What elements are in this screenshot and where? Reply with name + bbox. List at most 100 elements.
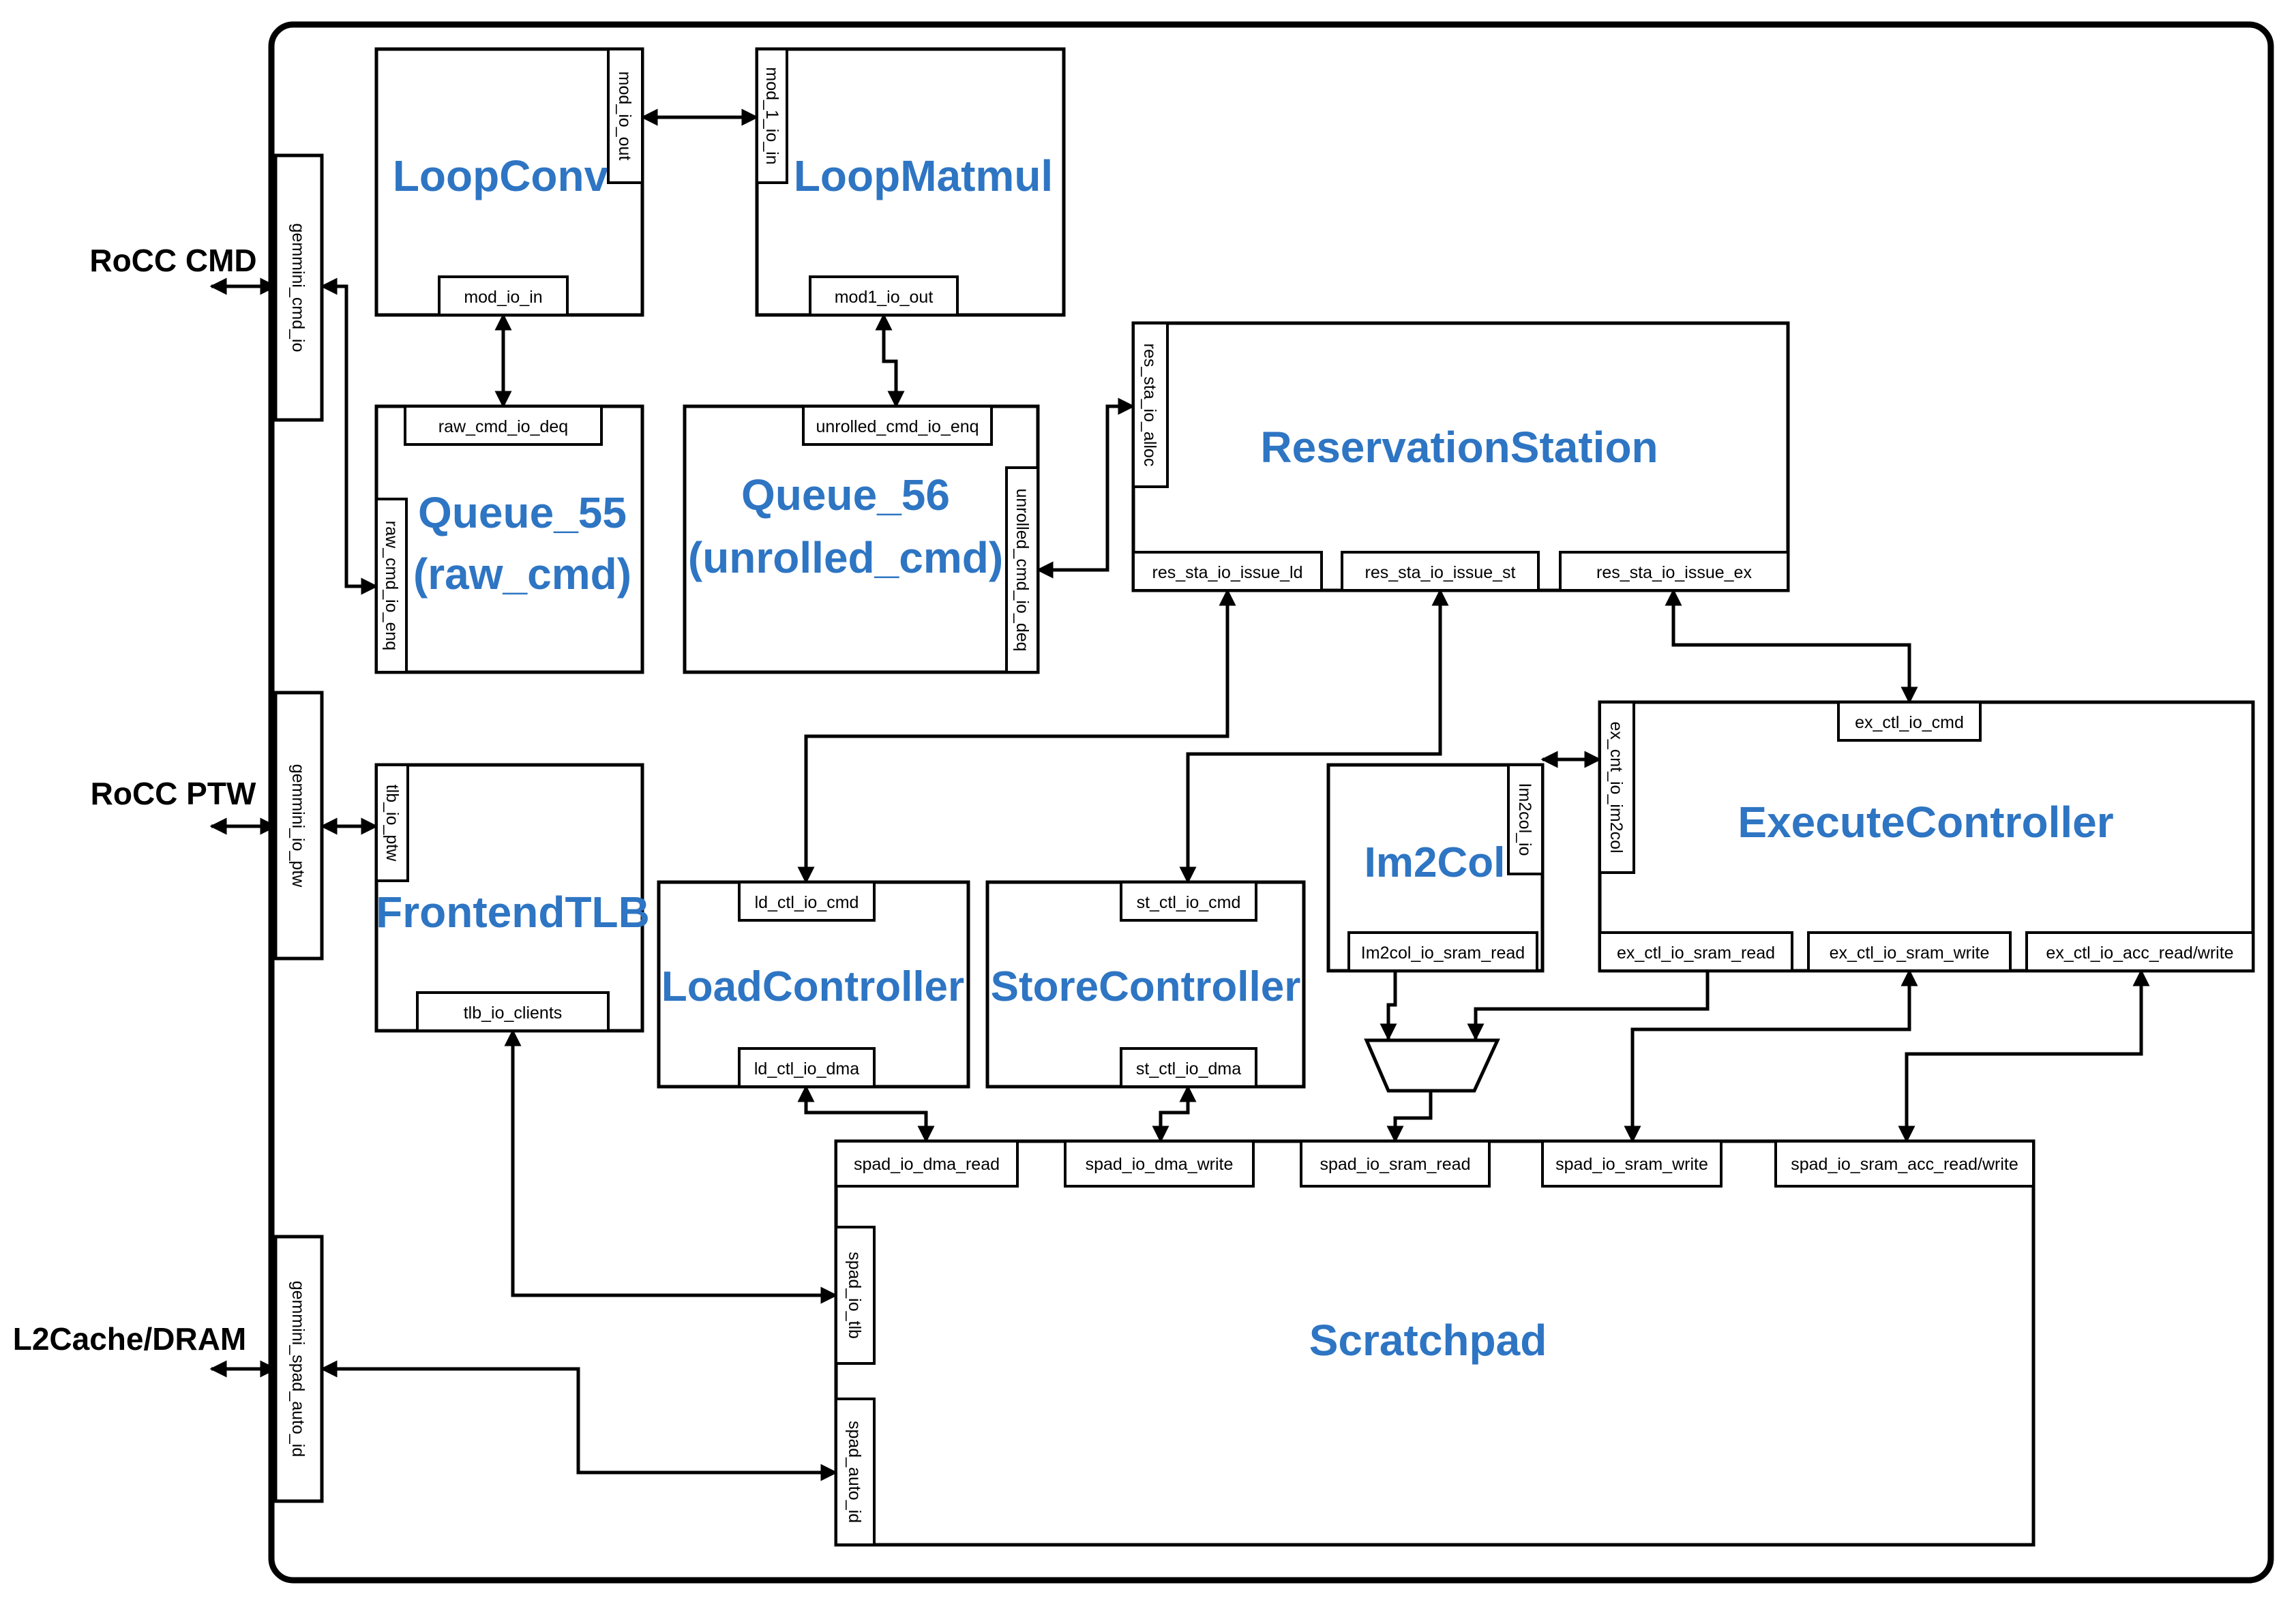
frontendtlb-port-ptw xyxy=(375,764,409,882)
l2cache-label: L2Cache/DRAM xyxy=(13,1321,247,1357)
execctrl-port-sram-write xyxy=(1807,931,2012,972)
spad-port-sram-write xyxy=(1541,1140,1723,1188)
svg-text:res_sta_io_issue_ld: res_sta_io_issue_ld xyxy=(1152,563,1303,582)
loopmatmul-title: LoopMatmul xyxy=(794,151,1053,200)
svg-text:ex_cnt_io_im2col: ex_cnt_io_im2col xyxy=(1607,721,1626,853)
svg-text:ex_ctl_io_sram_read: ex_ctl_io_sram_read xyxy=(1617,944,1775,963)
storecontroller-module: StoreController st_ctl_io_cmd st_ctl_io_… xyxy=(985,880,1306,1089)
svg-text:spad_io_tlb: spad_io_tlb xyxy=(845,1252,864,1339)
wire-storedma-spaddmawrite xyxy=(1152,1085,1197,1143)
im2col-title: Im2Col xyxy=(1365,839,1506,886)
resstation-port-ex xyxy=(1559,551,1789,592)
svg-text:raw_cmd_io_enq: raw_cmd_io_enq xyxy=(382,521,401,650)
svg-text:ex_ctl_io_cmd: ex_ctl_io_cmd xyxy=(1855,713,1964,732)
svg-text:unrolled_cmd_io_deq: unrolled_cmd_io_deq xyxy=(1013,488,1032,651)
loadcontroller-title: LoadController xyxy=(661,963,964,1010)
spad-port-dma-write xyxy=(1064,1140,1255,1188)
svg-text:tlb_io_ptw: tlb_io_ptw xyxy=(383,785,402,862)
queue55-port-enq xyxy=(375,498,408,674)
storecontroller-title: StoreController xyxy=(991,963,1301,1010)
spad-port-sram-read xyxy=(1300,1140,1491,1188)
loopmatmul-module: LoopMatmul mod_1_io_in mod1_io_out xyxy=(755,47,1066,317)
svg-text:ex_ctl_io_sram_write: ex_ctl_io_sram_write xyxy=(1830,944,1990,963)
queue56-title-line2: (unrolled_cmd) xyxy=(688,533,1003,582)
queue55-title-line1: Queue_55 xyxy=(418,488,627,537)
rocc-cmd-label: RoCC CMD xyxy=(89,243,256,278)
svg-text:spad_io_dma_read: spad_io_dma_read xyxy=(854,1155,1000,1174)
im2col-module: Im2Col Im2col_io Im2col_io_sram_read xyxy=(1326,763,1545,973)
svg-text:ex_ctl_io_acc_read/write: ex_ctl_io_acc_read/write xyxy=(2046,944,2233,963)
reservation-station-module: ReservationStation res_sta_io_alloc res_… xyxy=(1131,321,1790,592)
resstation-port-alloc xyxy=(1132,322,1169,488)
wire-cmd-to-queue55 xyxy=(320,277,378,595)
queue55-port-deq xyxy=(404,405,603,446)
wire-loopmatmul-queue56 xyxy=(875,313,905,408)
svg-text:res_sta_io_issue_ex: res_sta_io_issue_ex xyxy=(1596,563,1752,582)
svg-text:spad_io_sram_write: spad_io_sram_write xyxy=(1555,1155,1708,1174)
gemmini-cmd-io: gemmini_cmd_io xyxy=(273,153,324,422)
rocc-ptw-label: RoCC PTW xyxy=(91,776,256,811)
queue55-module: Queue_55 (raw_cmd) raw_cmd_io_deq raw_cm… xyxy=(374,404,644,674)
loopconv-title: LoopConv xyxy=(393,151,609,200)
executecontroller-module: ExecuteController ex_ctl_io_cmd ex_cnt_i… xyxy=(1598,700,2255,973)
loadctrl-port-dma xyxy=(738,1047,876,1088)
queue55-title-line2: (raw_cmd) xyxy=(413,549,631,599)
svg-text:Im2col_io_sram_read: Im2col_io_sram_read xyxy=(1361,944,1525,963)
im2col-port-sram xyxy=(1347,931,1538,972)
loadcontroller-module: LoadController ld_ctl_io_cmd ld_ctl_io_d… xyxy=(657,880,970,1089)
wire-tlb-spad xyxy=(504,1029,838,1304)
loopmatmul-port-in xyxy=(756,48,788,184)
storectrl-port-dma xyxy=(1120,1047,1257,1088)
svg-text:st_ctl_io_cmd: st_ctl_io_cmd xyxy=(1137,893,1241,912)
queue56-port-enq xyxy=(802,405,993,446)
svg-text:mod_1_io_in: mod_1_io_in xyxy=(762,67,781,164)
svg-text:st_ctl_io_dma: st_ctl_io_dma xyxy=(1136,1059,1241,1078)
svg-text:spad_io_sram_read: spad_io_sram_read xyxy=(1320,1155,1471,1174)
spad-port-acc xyxy=(1774,1140,2035,1188)
svg-text:Im2col_io: Im2col_io xyxy=(1515,783,1534,856)
gemmini-spad-auto-id: gemmini_spad_auto_id xyxy=(273,1235,324,1503)
executecontroller-title: ExecuteController xyxy=(1738,798,2113,847)
svg-text:unrolled_cmd_io_enq: unrolled_cmd_io_enq xyxy=(816,417,979,436)
frontendtlb-port-clients xyxy=(416,991,610,1032)
gemmini-cmd-io-label: gemmini_cmd_io xyxy=(288,224,308,352)
resstation-port-ld xyxy=(1132,551,1323,592)
execctrl-port-acc xyxy=(2025,931,2254,972)
frontendtlb-module: FrontendTLB tlb_io_ptw tlb_io_clients xyxy=(374,763,650,1033)
execctrl-port-cmd xyxy=(1837,701,1982,742)
spad-port-tlb xyxy=(835,1226,876,1365)
resstation-port-st xyxy=(1341,551,1540,592)
svg-text:res_sta_io_issue_st: res_sta_io_issue_st xyxy=(1365,563,1516,582)
spad-port-dma-read xyxy=(835,1140,1019,1188)
svg-text:mod1_io_out: mod1_io_out xyxy=(835,288,934,307)
execctrl-port-im2col xyxy=(1598,701,1635,874)
svg-text:raw_cmd_io_deq: raw_cmd_io_deq xyxy=(438,417,568,436)
svg-text:ld_ctl_io_dma: ld_ctl_io_dma xyxy=(754,1059,859,1078)
svg-text:ld_ctl_io_cmd: ld_ctl_io_cmd xyxy=(755,893,859,912)
scratchpad-title: Scratchpad xyxy=(1309,1316,1547,1365)
execctrl-port-sram-read xyxy=(1598,931,1793,972)
loopconv-port-out xyxy=(607,48,644,184)
svg-text:tlb_io_clients: tlb_io_clients xyxy=(464,1003,563,1023)
queue56-module: Queue_56 (unrolled_cmd) unrolled_cmd_io_… xyxy=(683,404,1040,674)
wire-execacc-spadacc xyxy=(1898,969,2150,1143)
gemmini-io-ptw: gemmini_io_ptw xyxy=(273,691,324,961)
scratchpad-module: Scratchpad spad_io_dma_read spad_io_dma_… xyxy=(834,1139,2036,1547)
frontendtlb-title: FrontendTLB xyxy=(376,888,650,937)
sram-read-mux xyxy=(1364,1038,1500,1093)
wire-resex-execctrl xyxy=(1665,588,1918,704)
loopconv-module: LoopConv mod_io_out mod_io_in xyxy=(374,47,644,317)
svg-text:spad_io_sram_acc_read/write: spad_io_sram_acc_read/write xyxy=(1791,1155,2018,1174)
wire-spadio-spadauto xyxy=(320,1360,838,1481)
queue56-title-line1: Queue_56 xyxy=(741,470,950,519)
spad-port-auto xyxy=(835,1398,876,1546)
svg-text:mod_io_in: mod_io_in xyxy=(464,288,542,307)
gemmini-io-ptw-label: gemmini_io_ptw xyxy=(288,764,308,888)
svg-text:spad_io_dma_write: spad_io_dma_write xyxy=(1086,1155,1234,1174)
im2col-port-io xyxy=(1507,764,1544,875)
gemmini-spad-auto-id-label: gemmini_spad_auto_id xyxy=(288,1281,308,1458)
wire-queue56-resstation xyxy=(1036,397,1135,579)
wire-loaddma-spaddmaread xyxy=(797,1085,935,1143)
wire-mux-spadread xyxy=(1386,1091,1433,1143)
